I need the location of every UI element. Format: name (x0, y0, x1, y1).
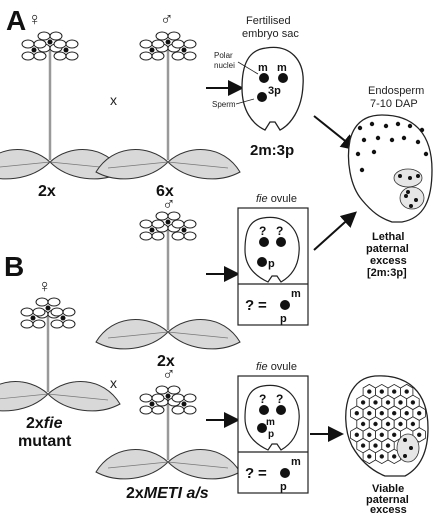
outcome-b-line-1: Viable (372, 483, 404, 495)
endosperm-cell-nucleus (410, 400, 416, 405)
embryo-sac-outline (241, 46, 304, 131)
legend-nucleus-top (280, 300, 290, 310)
polar-nucleus-1 (259, 73, 269, 83)
question-mark-1-top: ? (259, 224, 266, 238)
fie-mutant-label-1: 2xfie (26, 415, 63, 432)
outcome-b-line-2: paternal (366, 494, 409, 506)
endosperm-cell-nucleus (354, 432, 359, 437)
legend-nucleus-bottom (280, 468, 290, 478)
endosperm-cell-nucleus (360, 421, 366, 427)
arrow-to-endosperm-a-from-b (313, 211, 357, 251)
endosperm-cell-nucleus (367, 389, 372, 394)
cross-symbol-a: x (110, 92, 117, 108)
polar-nucleus-2-label: m (277, 62, 287, 74)
endosperm-cell-nucleus (379, 432, 384, 437)
male-symbol-icon: ♂ (160, 9, 174, 29)
endosperm-cell-nucleus (373, 400, 378, 405)
endosperm-cell-nucleus (373, 421, 378, 427)
plant-male-6x: ♂ (95, 9, 241, 180)
male-symbol-b-bottom-icon: ♂ (162, 364, 176, 384)
endosperm-cell-nucleus (360, 443, 366, 448)
fie-ovule-box-top (237, 207, 309, 326)
panel-a-letter: A (6, 5, 26, 36)
fie-mutant-label-2: mutant (18, 433, 72, 450)
arrow-to-endosperm-a (313, 115, 358, 151)
endosperm-title-1: Endosperm (368, 85, 424, 97)
male-2x-ploidy-label: 2x (157, 353, 175, 370)
maternal-nucleus-label-bottom: m (266, 417, 275, 428)
polar-nucleus-1-label: m (258, 62, 268, 74)
ratio-label-a: 2m:3p (250, 142, 294, 159)
outcome-b-line-3: excess (370, 504, 407, 514)
male-symbol-b-top-icon: ♂ (162, 194, 176, 214)
endosperm-cell-nucleus (379, 389, 384, 394)
endosperm-cell-nucleus (392, 432, 397, 437)
question-mark-2-bottom: ? (276, 392, 283, 406)
male-ploidy-label: 6x (156, 183, 174, 200)
female-symbol-icon: ♀ (28, 9, 42, 29)
legend-p-bottom: p (280, 481, 287, 493)
endosperm-cell-nucleus (373, 443, 378, 448)
endosperm-cell-nucleus (367, 432, 372, 437)
question-mark-1-bottom: ? (259, 392, 266, 406)
polar-nucleus-2 (278, 73, 288, 83)
female-symbol-b-icon: ♀ (38, 276, 52, 296)
endosperm-cell-nucleus (404, 389, 409, 394)
embryo-sac-title-1: Fertilised (246, 15, 291, 27)
cross-symbol-b: x (110, 375, 117, 391)
plant-female-fie-mutant: ♀ (0, 276, 121, 412)
plant-female-2x: ♀ (0, 9, 123, 180)
outcome-a-line-2: paternal (366, 243, 409, 255)
legend-m-top: m (291, 288, 301, 300)
endosperm-cell-nucleus (392, 411, 397, 416)
legend-p-top: p (280, 313, 287, 325)
legend-equals-bottom: = (258, 465, 267, 482)
female-ploidy-label: 2x (38, 183, 56, 200)
endosperm-cell-nucleus (398, 421, 403, 427)
legend-question-bottom: ? (245, 465, 254, 482)
legend-m-bottom: m (291, 456, 301, 468)
panel-b-letter: B (4, 251, 24, 282)
plant-male-2x: ♂ (95, 194, 241, 350)
paternal-nucleus-label-bottom: p (268, 429, 274, 440)
endosperm-cell-nucleus (367, 411, 372, 416)
endosperm-cell-nucleus (385, 421, 391, 427)
fie-ovule-box-bottom (237, 375, 309, 494)
fie-ovule-title-bottom: fie ovule (256, 361, 297, 373)
endosperm-cell-nucleus (354, 411, 359, 416)
endosperm-cell-nucleus (417, 411, 422, 416)
meti-label: 2xMETI a/s (126, 485, 209, 502)
endosperm-cell-nucleus (360, 400, 366, 405)
polar-nuclei-label-2: nuclei (214, 61, 235, 70)
question-mark-2-top: ? (276, 224, 283, 238)
endosperm-title-2: 7-10 DAP (370, 98, 418, 110)
outcome-a-line-3: excess (370, 255, 407, 267)
endosperm-cell-nucleus (379, 454, 384, 459)
endosperm-cell-nucleus (392, 454, 397, 459)
sperm-nucleus-label: 3p (268, 85, 281, 97)
endosperm-lethal (347, 114, 433, 223)
sperm-label: Sperm (212, 100, 236, 109)
paternal-nucleus-label-top: p (268, 258, 275, 270)
legend-equals-top: = (258, 297, 267, 314)
endosperm-cell-nucleus (398, 400, 403, 405)
endosperm-cell-nucleus (392, 389, 397, 394)
endosperm-cell-nucleus (410, 421, 416, 427)
endosperm-cell-nucleus (404, 411, 409, 416)
plant-male-meti: ♂ (95, 364, 241, 480)
sperm-nucleus (257, 92, 267, 102)
endosperm-viable (345, 375, 429, 477)
endosperm-cell-nucleus (417, 432, 422, 437)
embryo-sac-title-2: embryo sac (242, 28, 299, 40)
outcome-a-line-4: [2m:3p] (367, 267, 407, 279)
outcome-a-line-1: Lethal (372, 231, 404, 243)
legend-question-top: ? (245, 297, 254, 314)
endosperm-cell-nucleus (367, 454, 372, 459)
endosperm-cell-nucleus (385, 443, 391, 448)
endosperm-cell-nucleus (379, 411, 384, 416)
polar-nuclei-label-1: Polar (214, 51, 233, 60)
fie-ovule-title-top: fie ovule (256, 193, 297, 205)
endosperm-cell-nucleus (385, 400, 391, 405)
